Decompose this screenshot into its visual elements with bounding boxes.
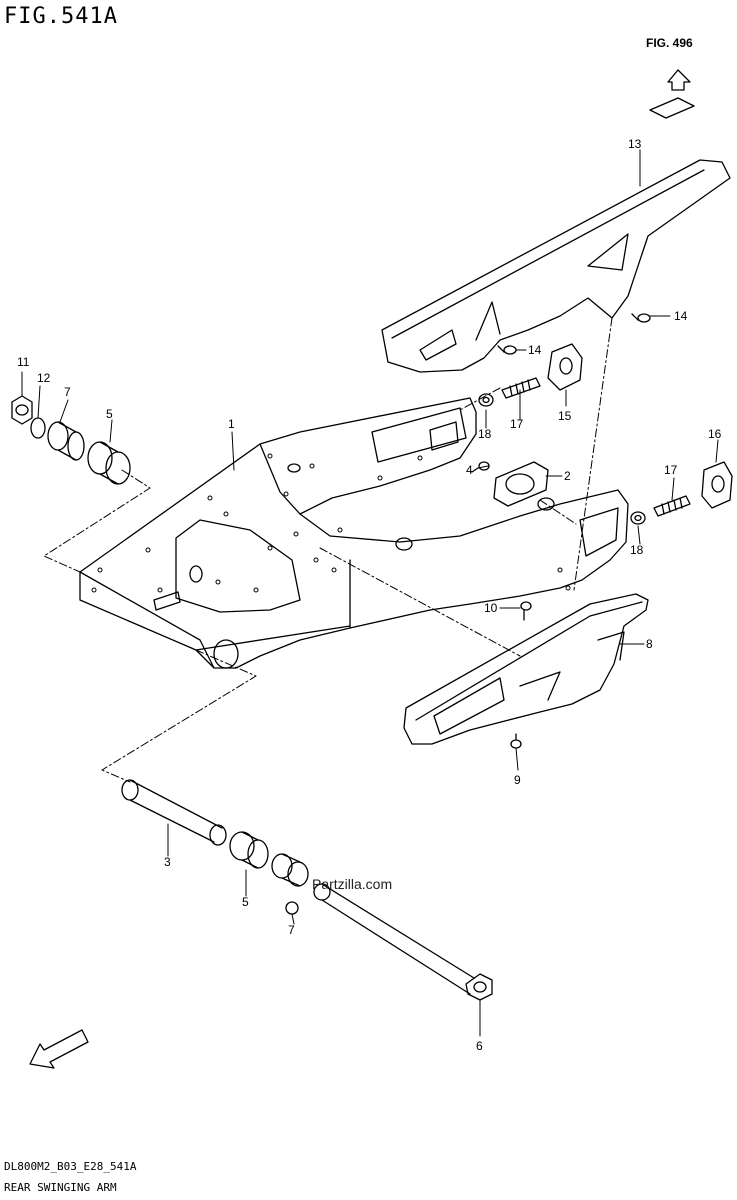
plate-part-2[interactable]: [493, 461, 549, 507]
callout-17-lower[interactable]: 17: [664, 463, 678, 477]
callout-3[interactable]: 3: [164, 855, 171, 869]
callout-6[interactable]: 6: [476, 1039, 483, 1053]
callout-15[interactable]: 15: [558, 409, 572, 423]
callout-11[interactable]: 11: [17, 355, 30, 369]
bolt-part-10[interactable]: [520, 601, 532, 621]
callout-16[interactable]: 16: [708, 427, 722, 441]
callout-14-right[interactable]: 14: [674, 309, 688, 323]
leader-lines: [21, 149, 719, 1037]
forward-direction-arrow: [29, 1029, 89, 1069]
collar-part-7-lower[interactable]: [271, 853, 309, 915]
spacer-tube-part-3[interactable]: [121, 779, 227, 846]
assembly-lines: [43, 317, 613, 783]
bearing-part-5-upper[interactable]: [87, 441, 131, 485]
figure-reference-link[interactable]: FIG. 496: [646, 36, 693, 50]
bearing-part-5-lower[interactable]: [229, 831, 269, 869]
callout-1[interactable]: 1: [228, 417, 235, 431]
figure-reference-arrow[interactable]: [649, 69, 695, 119]
callout-5-lower[interactable]: 5: [242, 895, 249, 909]
callout-2[interactable]: 2: [564, 469, 571, 483]
callout-13[interactable]: 13: [628, 137, 642, 151]
callout-7-lower[interactable]: 7: [288, 923, 295, 937]
watermark: Partzilla.com: [312, 876, 393, 892]
callout-17-upper[interactable]: 17: [510, 417, 524, 431]
pivot-shaft-part-6[interactable]: [313, 883, 493, 1001]
adjuster-block-part-16[interactable]: [701, 461, 733, 509]
callout-9[interactable]: 9: [514, 773, 521, 787]
callout-10[interactable]: 10: [484, 601, 498, 615]
washer-part-18[interactable]: [478, 393, 646, 525]
callout-18-lower[interactable]: 18: [630, 543, 644, 557]
adjuster-block-part-15[interactable]: [547, 343, 583, 391]
callout-8[interactable]: 8: [646, 637, 653, 651]
section-name: REAR SWINGING ARM: [4, 1181, 117, 1194]
callout-4[interactable]: 4: [466, 463, 473, 477]
fwd-label: FWD: [48, 1040, 76, 1062]
figure-title: FIG.541A: [4, 4, 118, 29]
model-code: DL800M2_B03_E28_541A: [4, 1160, 137, 1173]
callout-5-upper[interactable]: 5: [106, 407, 113, 421]
callout-12[interactable]: 12: [37, 371, 51, 385]
chain-guide-part-8[interactable]: [403, 593, 649, 745]
chain-case-part-13[interactable]: [381, 159, 731, 373]
callout-7-upper[interactable]: 7: [64, 385, 71, 399]
callout-14-left[interactable]: 14: [528, 343, 542, 357]
bolt-part-4[interactable]: [471, 461, 490, 473]
swing-arm-part-1[interactable]: [79, 397, 629, 669]
screw-part-14[interactable]: [497, 313, 651, 355]
callout-18-upper[interactable]: 18: [478, 427, 492, 441]
adjuster-bolt-part-17[interactable]: [501, 377, 691, 517]
collar-part-7-upper[interactable]: [47, 421, 85, 461]
